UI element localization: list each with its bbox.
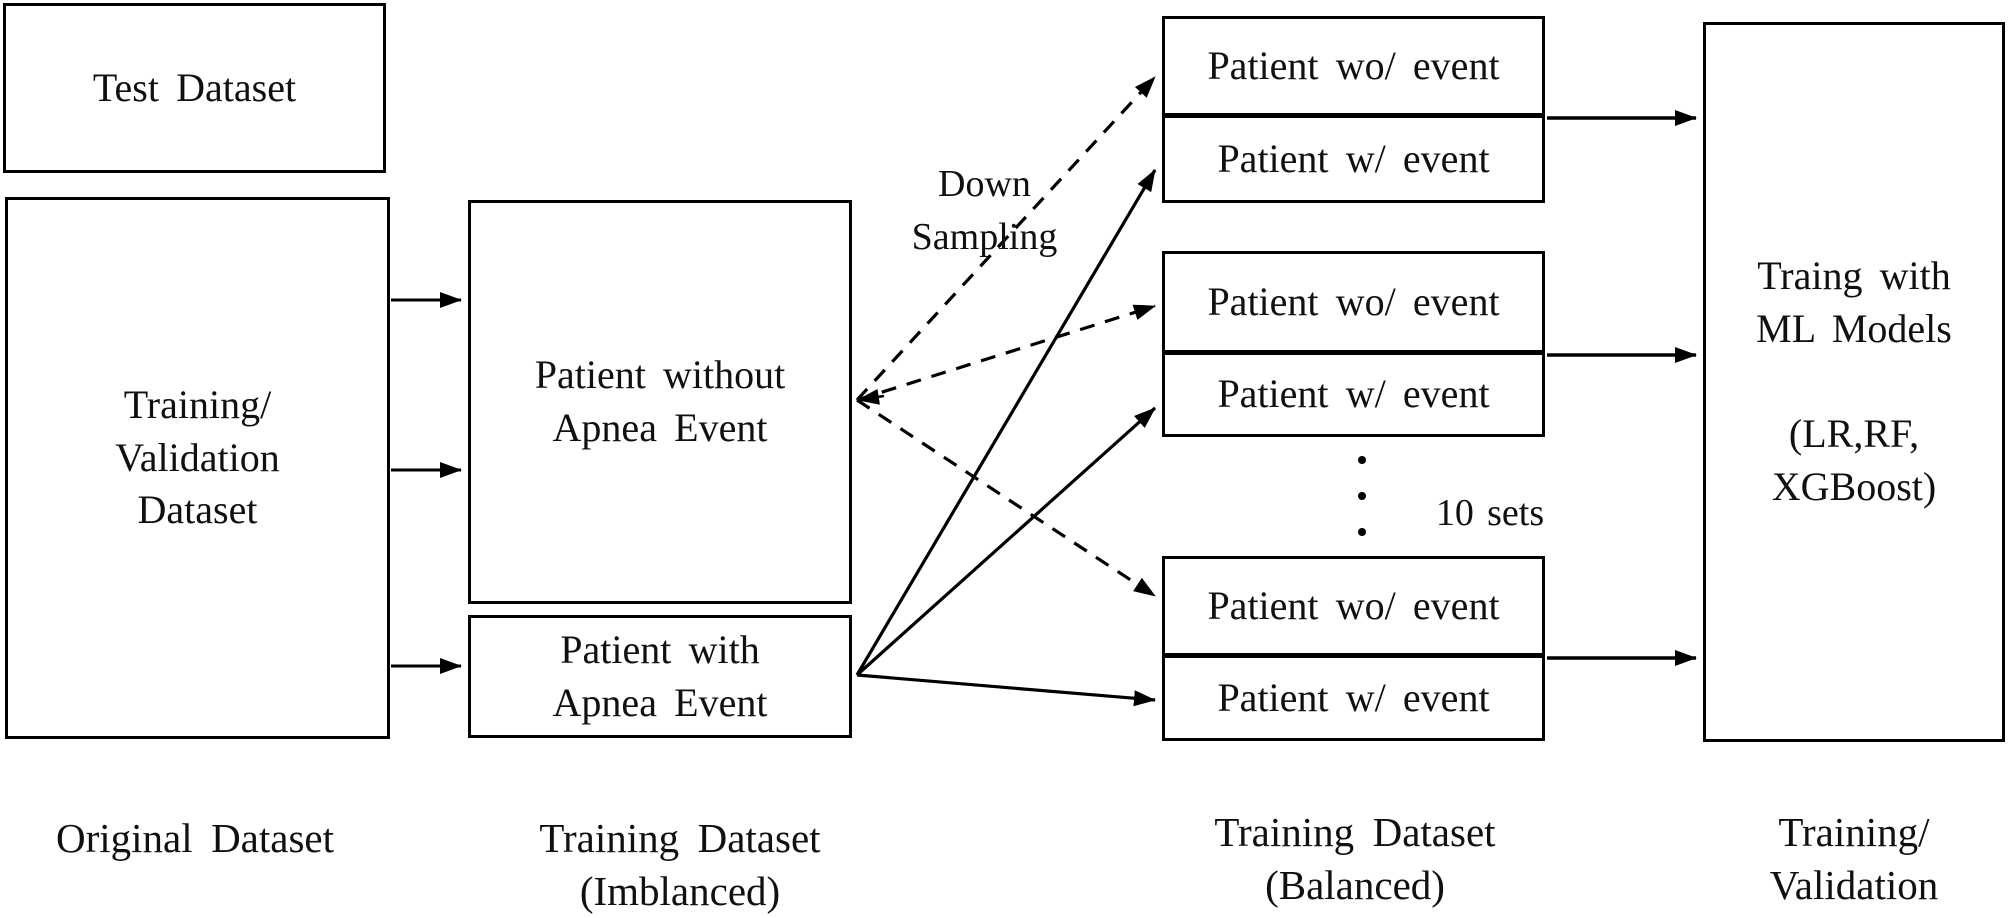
balanced-set-1-w-cell: Patient w/ event <box>1165 118 1542 200</box>
balanced-set-3-w-cell: Patient w/ event <box>1165 658 1542 738</box>
down-sampling-label: Down Sampling <box>911 163 1058 259</box>
ml-training-label: Traing with ML Models (LR,RF, XGBoost) <box>1756 253 1952 510</box>
balanced-set-2-wo-cell: Patient wo/ event <box>1165 254 1542 355</box>
training-validation-dataset-box: Training/ Validation Dataset <box>5 197 390 739</box>
caption-original-dataset: Original Dataset <box>55 815 335 861</box>
test-dataset-box: Test Dataset <box>3 3 386 173</box>
balanced-set-1: Patient wo/ event Patient w/ event <box>1162 16 1545 203</box>
caption-training-validation: Training/ Validation <box>1769 809 1939 909</box>
balanced-set-1-wo-cell: Patient wo/ event <box>1165 19 1542 118</box>
caption-imbalanced-dataset: Training Dataset (Imblanced) <box>539 815 821 915</box>
balanced-set-3-wo-label: Patient wo/ event <box>1207 582 1500 628</box>
patient-with-apnea-box: Patient with Apnea Event <box>468 615 852 738</box>
vertical-ellipsis-icon <box>1358 456 1366 536</box>
test-dataset-label: Test Dataset <box>92 64 297 110</box>
balanced-set-1-wo-label: Patient wo/ event <box>1207 42 1500 88</box>
balanced-set-2: Patient wo/ event Patient w/ event <box>1162 251 1545 437</box>
balanced-set-2-w-cell: Patient w/ event <box>1165 355 1542 434</box>
arrowhead-into-patient-without <box>857 388 885 405</box>
ten-sets-label: 10 sets <box>1435 492 1545 534</box>
patient-without-apnea-box: Patient without Apnea Event <box>468 200 852 604</box>
balanced-set-3-w-label: Patient w/ event <box>1217 674 1490 720</box>
arrows-original-to-imbalanced <box>391 292 462 674</box>
patient-without-apnea-label: Patient without Apnea Event <box>534 352 786 450</box>
patient-with-apnea-label: Patient with Apnea Event <box>552 626 768 725</box>
arrows-downsampling-dashed <box>855 75 1157 598</box>
balanced-set-1-w-label: Patient w/ event <box>1217 135 1490 181</box>
arrows-balanced-to-ml <box>1547 110 1697 666</box>
ml-training-box: Traing with ML Models (LR,RF, XGBoost) <box>1703 22 2005 742</box>
caption-balanced-dataset: Training Dataset (Balanced) <box>1214 809 1496 909</box>
balanced-set-2-wo-label: Patient wo/ event <box>1207 278 1500 324</box>
balanced-set-3: Patient wo/ event Patient w/ event <box>1162 556 1545 741</box>
balanced-set-3-wo-cell: Patient wo/ event <box>1165 559 1542 658</box>
training-validation-dataset-label: Training/ Validation Dataset <box>115 381 280 533</box>
balanced-set-2-w-label: Patient w/ event <box>1217 371 1490 417</box>
